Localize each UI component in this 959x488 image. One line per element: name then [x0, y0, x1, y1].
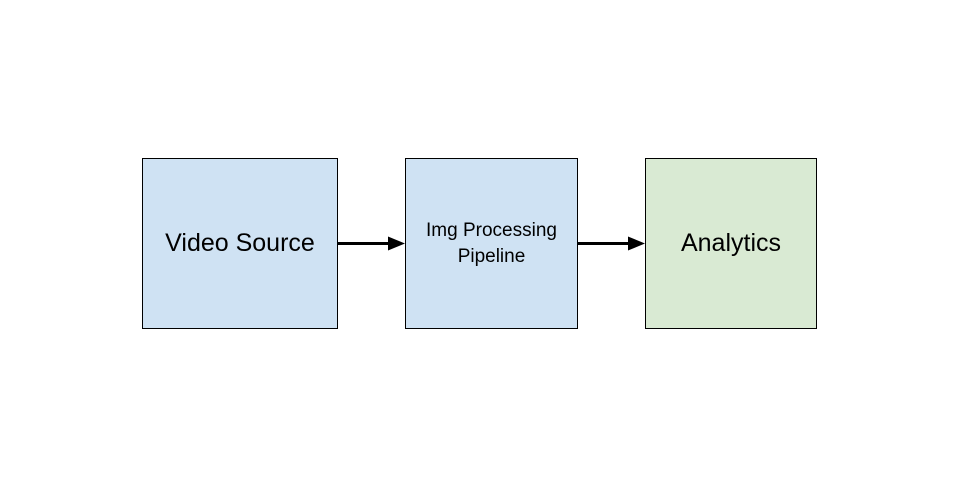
- arrowhead-icon: [628, 236, 645, 251]
- edge-pipeline-to-analytics: [578, 236, 645, 251]
- node-label: Video Source: [165, 229, 315, 257]
- node-label-line: Pipeline: [457, 245, 526, 267]
- node-analytics: Analytics: [645, 158, 817, 329]
- node-img-processing-pipeline: Img Processing Pipeline: [405, 158, 578, 329]
- edge-video-to-pipeline: [338, 236, 405, 251]
- node-label: Analytics: [680, 229, 782, 257]
- node-label: Img Processing Pipeline: [426, 218, 557, 270]
- node-label-line: Img Processing: [426, 219, 557, 241]
- node-video-source: Video Source: [142, 158, 338, 329]
- arrowhead-icon: [388, 236, 405, 251]
